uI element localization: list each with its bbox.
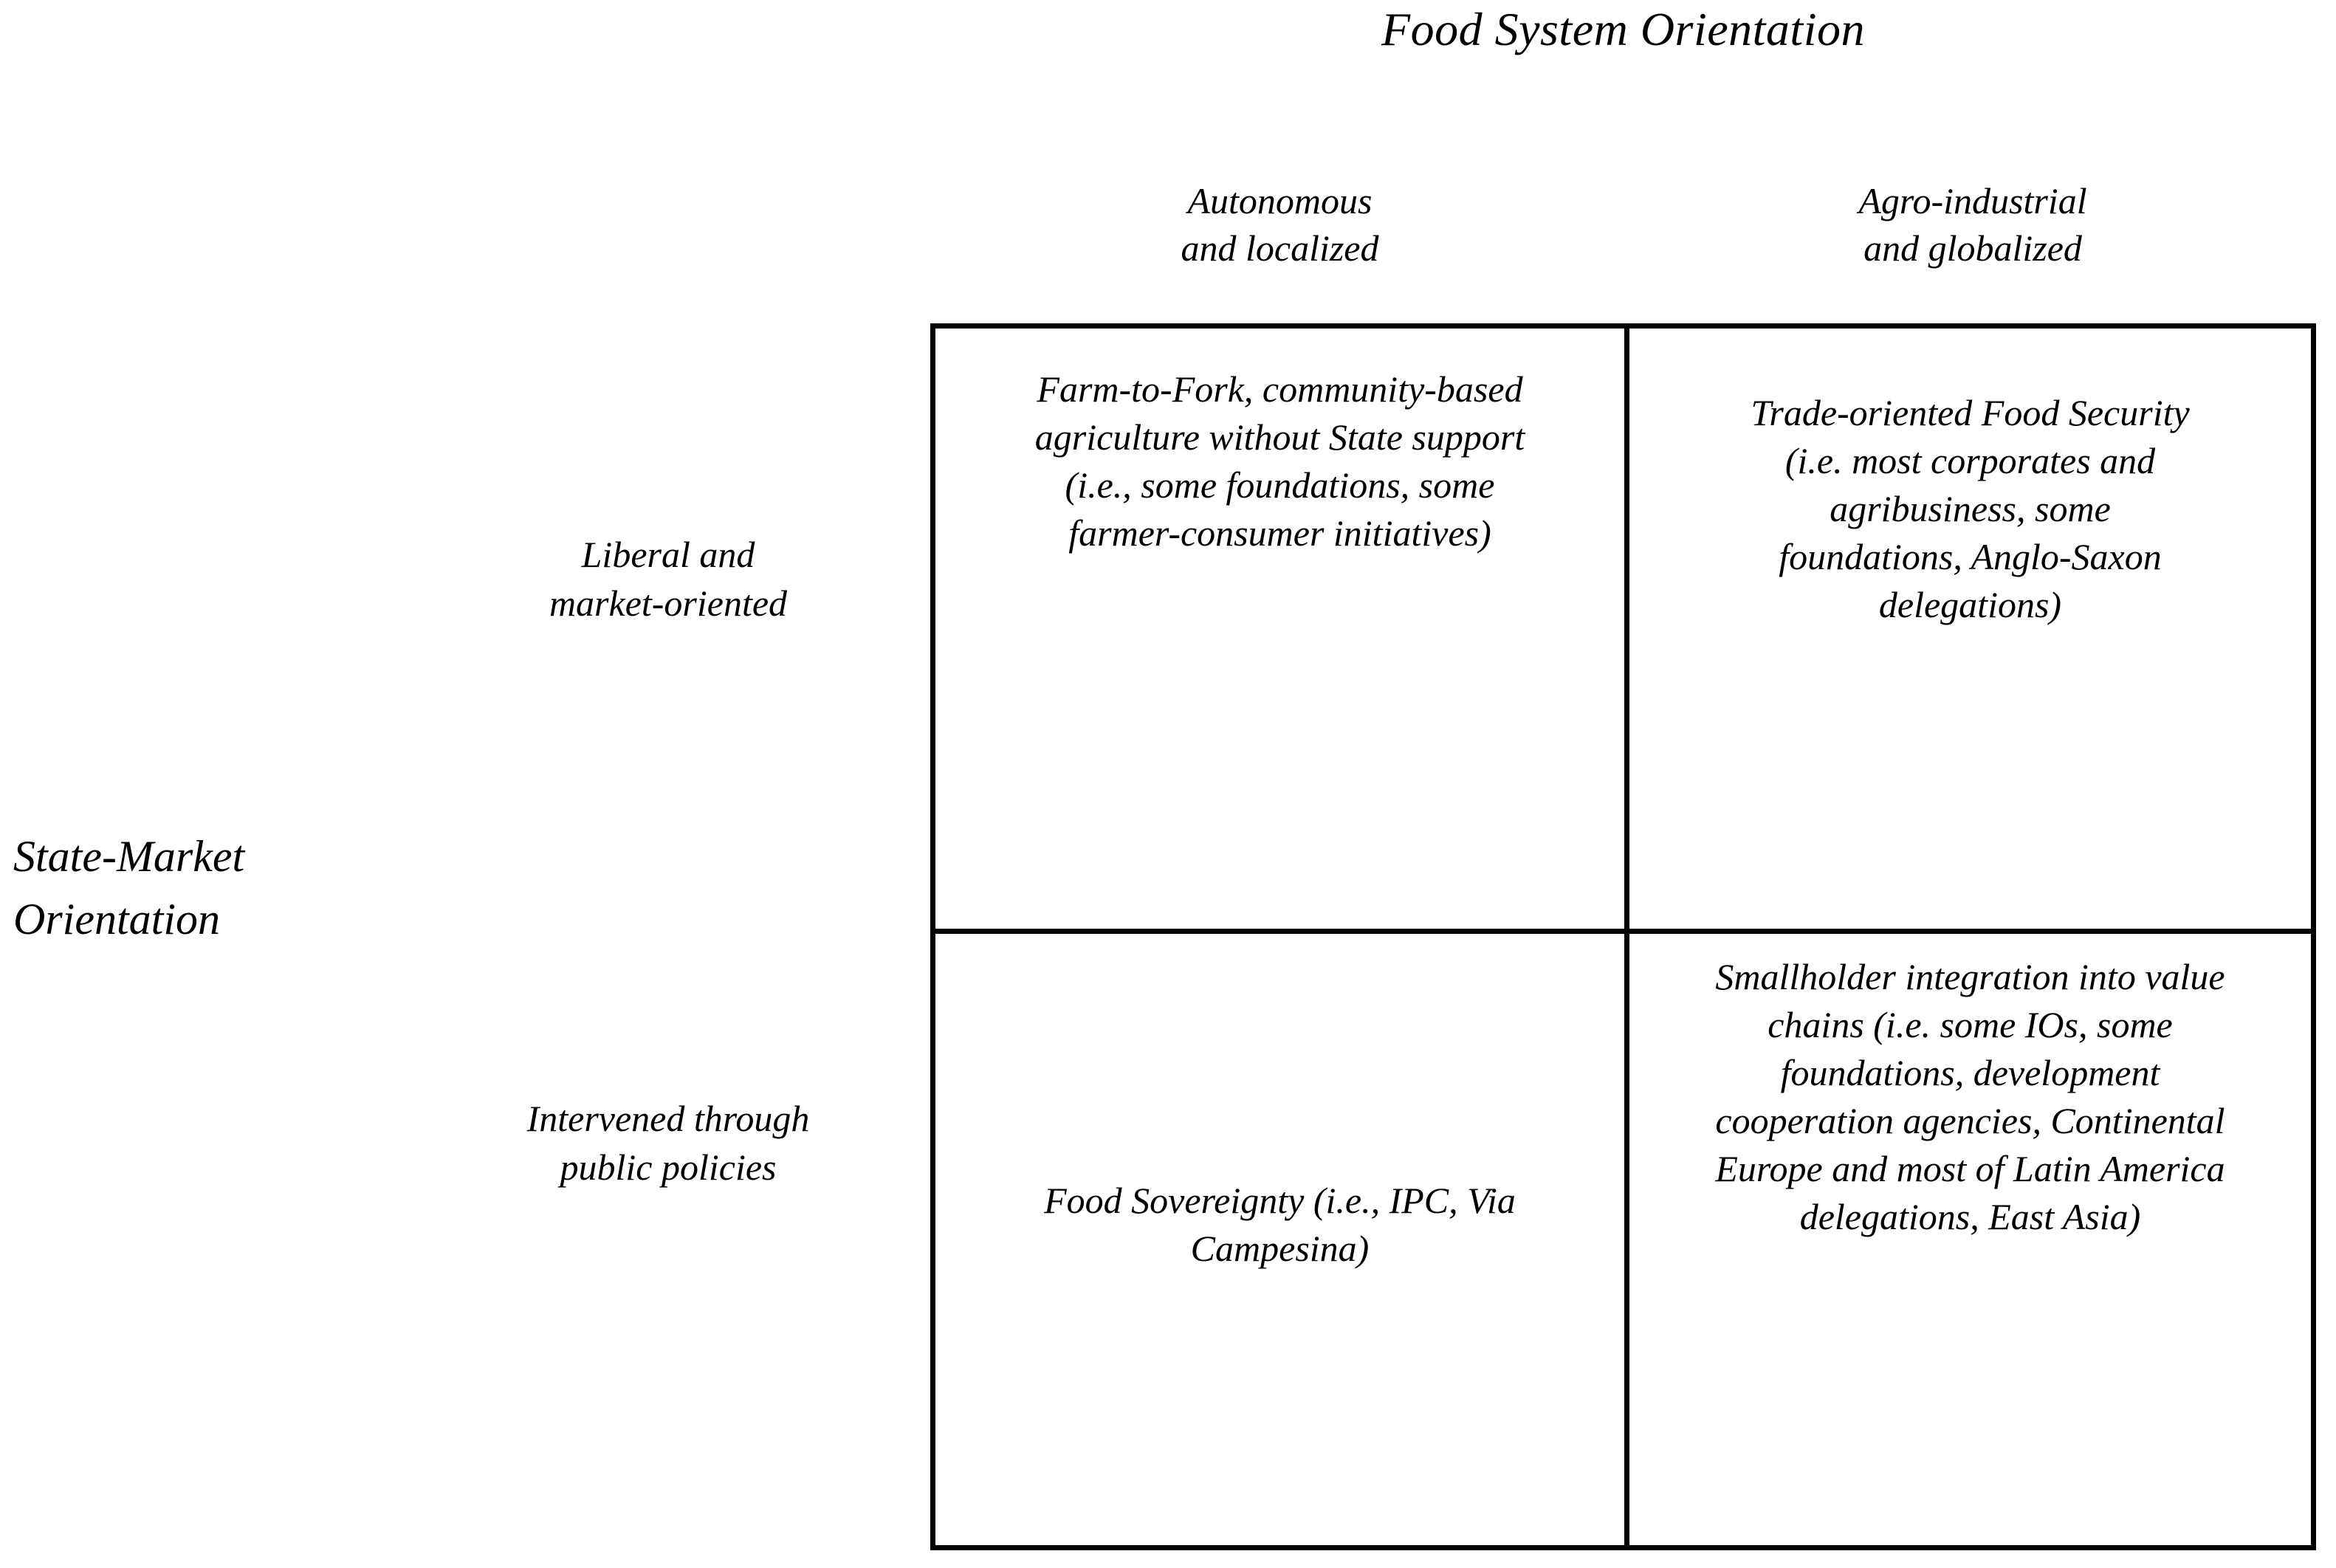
left-axis-title-line-2: Orientation (13, 895, 220, 944)
row-label-liberal-market-oriented: Liberal and market-oriented (410, 530, 927, 627)
quadrant-cell-bottom-left: Food Sovereignty (i.e., IPC, Via Campesi… (935, 934, 1629, 1545)
row-label-line-2: public policies (560, 1146, 777, 1188)
left-axis-title: State-Market Orientation (13, 825, 427, 951)
left-axis-title-line-1: State-Market (13, 832, 245, 881)
row-label-line-1: Intervened through (526, 1098, 810, 1139)
quadrant-cell-top-left: Farm-to-Fork, community-based agricultur… (935, 329, 1629, 934)
quadrant-cell-bottom-right: Smallholder integration into value chain… (1629, 934, 2311, 1545)
row-label-line-2: market-oriented (549, 582, 788, 624)
row-label-line-1: Liberal and (581, 534, 755, 575)
top-axis-title: Food System Orientation (1381, 3, 1865, 55)
column-header-line-2: and globalized (1863, 227, 2082, 269)
column-header-line-2: and localized (1181, 227, 1379, 269)
quadrant-cell-bottom-right-text: Smallholder integration into value chain… (1715, 956, 2225, 1237)
quadrant-grid: Farm-to-Fork, community-based agricultur… (930, 323, 2316, 1550)
quadrant-cell-bottom-left-text: Food Sovereignty (i.e., IPC, Via Campesi… (1044, 1180, 1516, 1269)
column-header-agro-industrial-globalized: Agro-industrial and globalized (1629, 177, 2316, 272)
quadrant-cell-top-right-text: Trade-oriented Food Security (i.e. most … (1751, 392, 2190, 625)
quadrant-cell-top-left-text: Farm-to-Fork, community-based agricultur… (1034, 368, 1525, 554)
column-header-line-1: Autonomous (1187, 180, 1373, 221)
column-header-autonomous-localized: Autonomous and localized (930, 177, 1629, 272)
row-label-intervened-public-policies: Intervened through public policies (410, 1094, 927, 1192)
column-header-line-1: Agro-industrial (1858, 180, 2087, 221)
quadrant-cell-top-right: Trade-oriented Food Security (i.e. most … (1629, 329, 2311, 934)
